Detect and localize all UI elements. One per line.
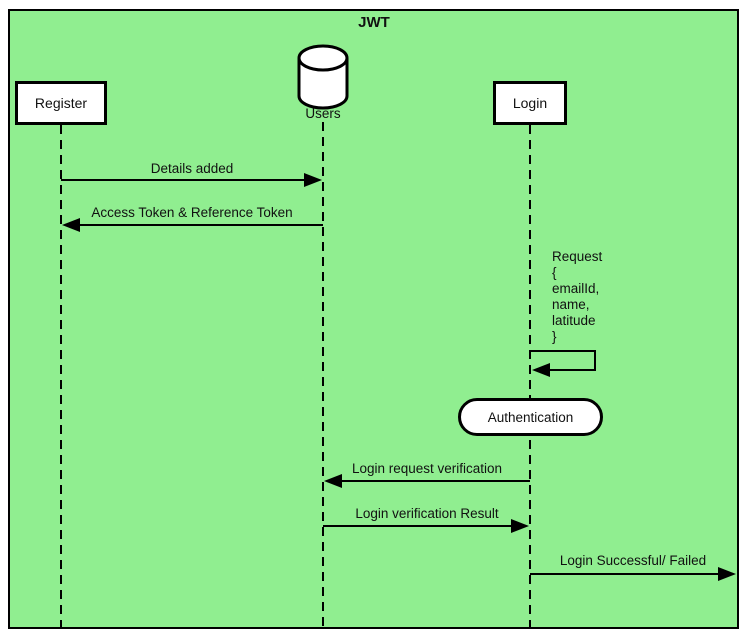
- authentication-node: Authentication: [458, 398, 603, 436]
- arrow-request-self-loop: [530, 350, 596, 377]
- message-request-payload: Request { emailId, name, latitude }: [552, 249, 602, 345]
- message-access-token: Access Token & Reference Token: [91, 205, 293, 220]
- participant-login: Login: [493, 81, 567, 125]
- request-line: latitude: [552, 313, 596, 328]
- arrow-access-token: [62, 218, 323, 232]
- message-login-verification-result: Login verification Result: [355, 506, 499, 521]
- arrow-login-successful-failed: [530, 567, 736, 581]
- diagram-title: JWT: [358, 14, 390, 31]
- request-line: {: [552, 265, 557, 280]
- arrow-login-request-verification: [324, 474, 530, 488]
- message-login-successful-failed: Login Successful/ Failed: [559, 553, 707, 568]
- authentication-node-label: Authentication: [487, 409, 574, 425]
- request-line: emailId,: [552, 281, 600, 296]
- request-line: Request: [552, 249, 603, 264]
- arrow-login-verification-result: [323, 519, 529, 533]
- message-details-added: Details added: [150, 161, 234, 176]
- participant-login-label: Login: [512, 95, 548, 111]
- participant-register-label: Register: [34, 95, 88, 111]
- participant-users-label: Users: [305, 106, 341, 121]
- arrow-details-added: [61, 173, 322, 187]
- request-line: name,: [552, 297, 590, 312]
- message-login-request-verification: Login request verification: [351, 461, 503, 476]
- participant-register: Register: [15, 81, 107, 125]
- request-line: }: [552, 329, 557, 344]
- database-icon: [297, 44, 349, 110]
